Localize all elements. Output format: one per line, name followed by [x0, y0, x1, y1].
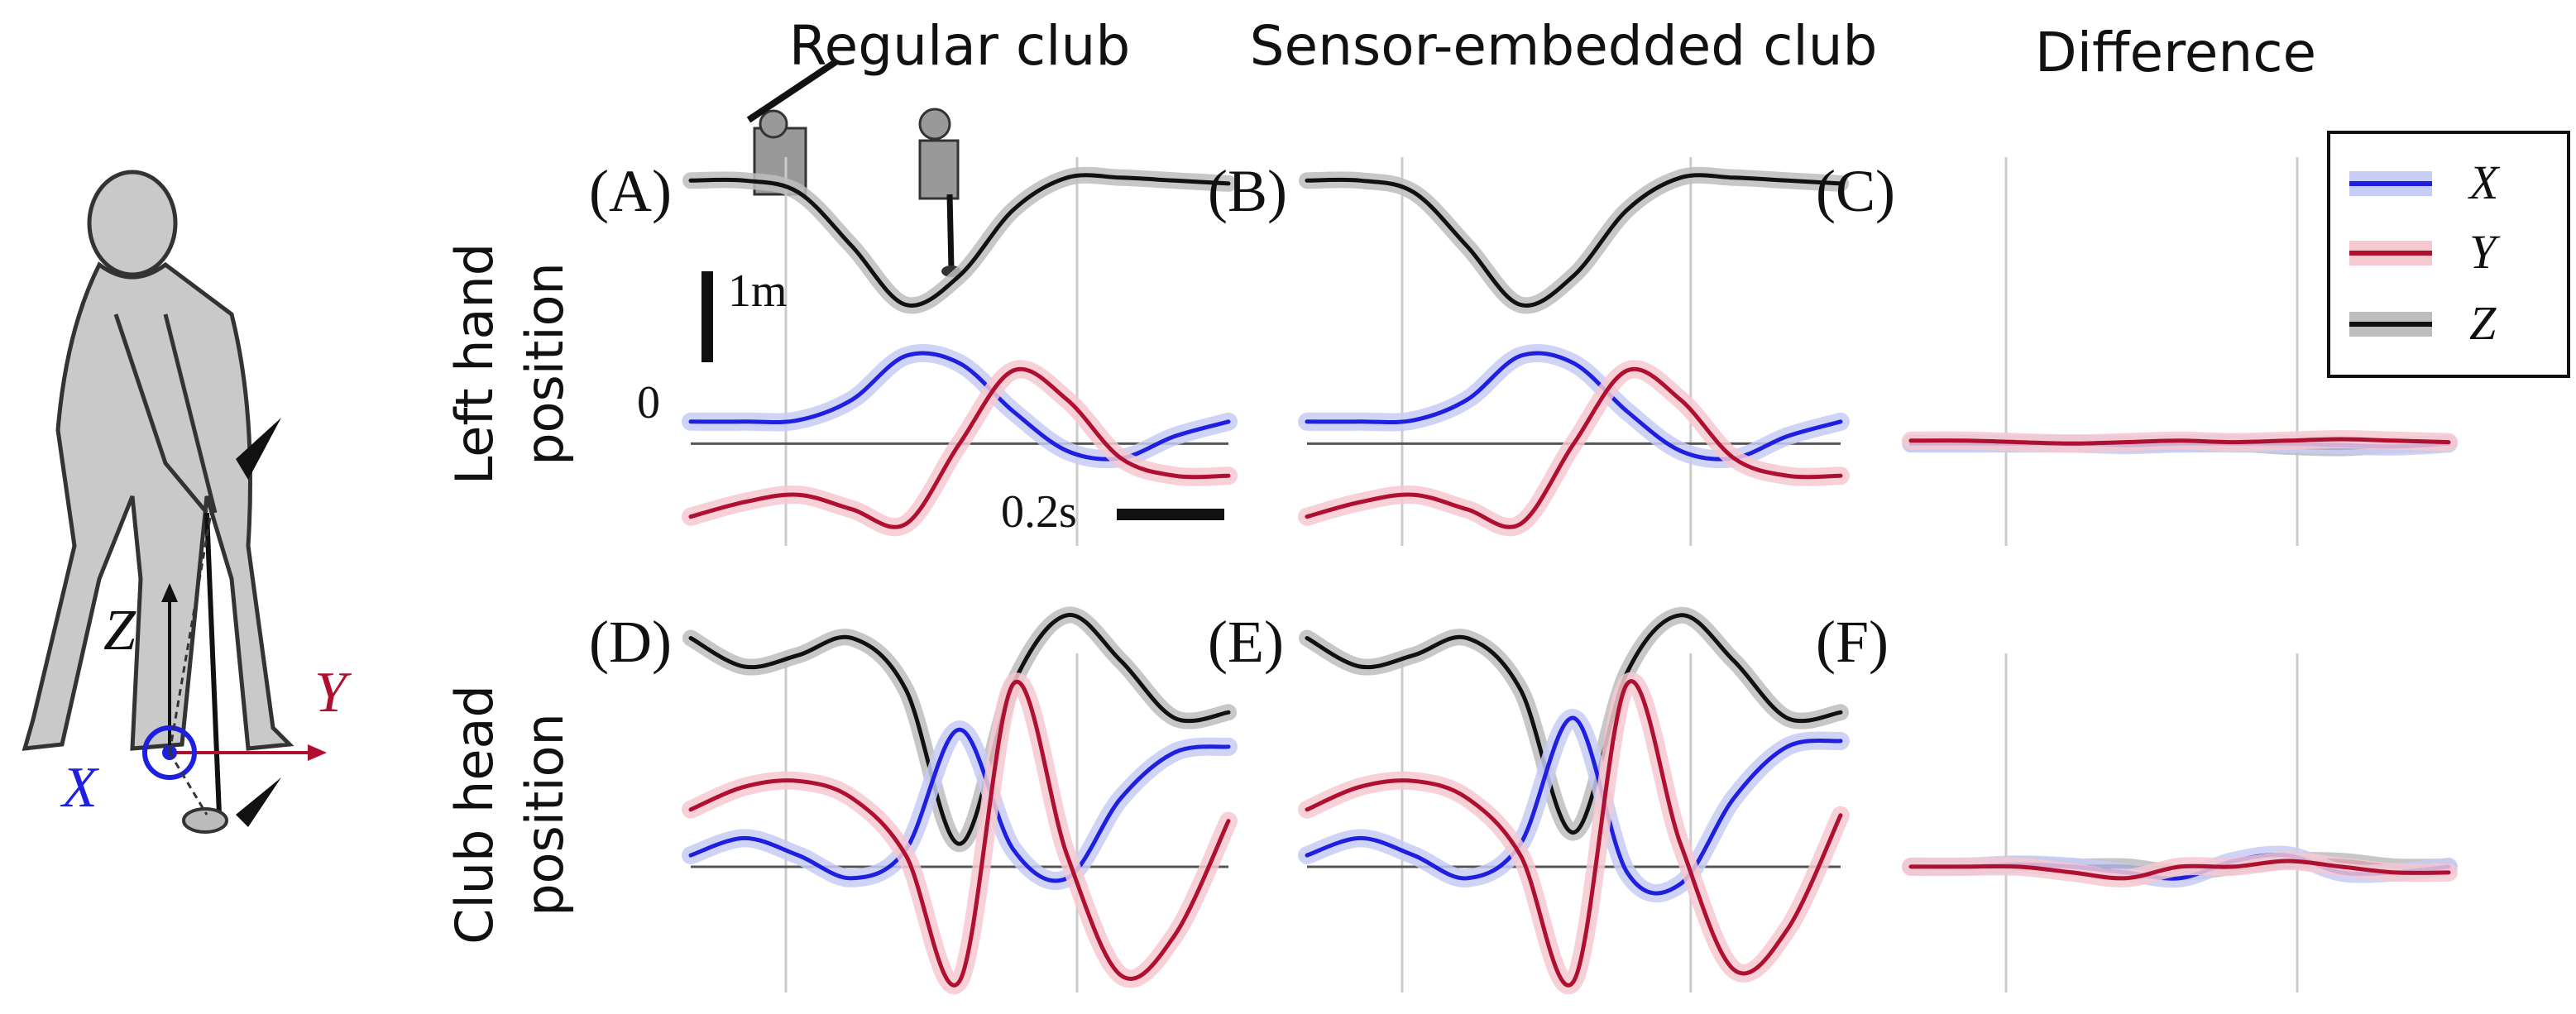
panel-a-series-z-line — [688, 173, 1231, 308]
panel-label-b: (B) — [1208, 158, 1287, 224]
length-scale-label: 1m — [728, 265, 788, 317]
legend-y-label: Y — [2469, 225, 2501, 279]
panel-b-series-z-band — [1299, 166, 1849, 314]
golfer-illustration — [22, 170, 294, 834]
panel-label-e: (E) — [1208, 609, 1284, 675]
legend-z-label: Z — [2469, 296, 2497, 350]
panel-d-series-y-line — [688, 679, 1231, 988]
panel-c-series-y-line — [1908, 437, 2451, 446]
panel-label-d: (D) — [589, 609, 672, 675]
panel-d-series-x-band — [682, 720, 1238, 891]
panel-label-c: (C) — [1816, 158, 1895, 224]
panel-b-series-x-line — [1305, 351, 1843, 462]
panel-b-series-z-line — [1305, 173, 1843, 308]
impact-pictogram — [918, 108, 961, 277]
panel-a-series-x-line — [688, 351, 1231, 462]
legend-x-label: X — [2468, 155, 2501, 209]
row-label-club-head-2: position — [515, 713, 575, 916]
coordinate-axes: Z Y X — [60, 512, 352, 820]
panel-a-series-y-line — [688, 366, 1231, 529]
zero-label: 0 — [637, 377, 660, 428]
row-label-club-head-1: Club head — [444, 685, 505, 945]
panel-d-series-x-line — [688, 727, 1231, 883]
legend: X Y Z — [2327, 131, 2570, 378]
panel-e-series-x-line — [1305, 715, 1843, 896]
column-title-regular: Regular club — [789, 14, 1130, 78]
axis-label-x: X — [60, 756, 100, 820]
row-label-left-hand-2: position — [515, 262, 575, 466]
axis-label-y: Y — [314, 661, 352, 725]
panel-f-series-y-line — [1908, 859, 2451, 881]
column-title-sensor: Sensor-embedded club — [1250, 14, 1878, 78]
panel-e-series-z-line — [1305, 613, 1843, 835]
panel-label-a: (A) — [589, 158, 672, 224]
panel-d-series-z-line — [688, 613, 1231, 846]
column-title-difference: Difference — [2035, 21, 2316, 84]
panel-e-series-y-line — [1305, 679, 1843, 988]
panel-label-f: (F) — [1816, 609, 1889, 675]
row-label-left-hand-1: Left hand — [444, 243, 505, 485]
time-scale-label: 0.2s — [1001, 486, 1077, 538]
panel-b-series-y-line — [1305, 366, 1843, 529]
axis-label-z: Z — [103, 599, 136, 662]
panels-group — [682, 157, 2458, 995]
